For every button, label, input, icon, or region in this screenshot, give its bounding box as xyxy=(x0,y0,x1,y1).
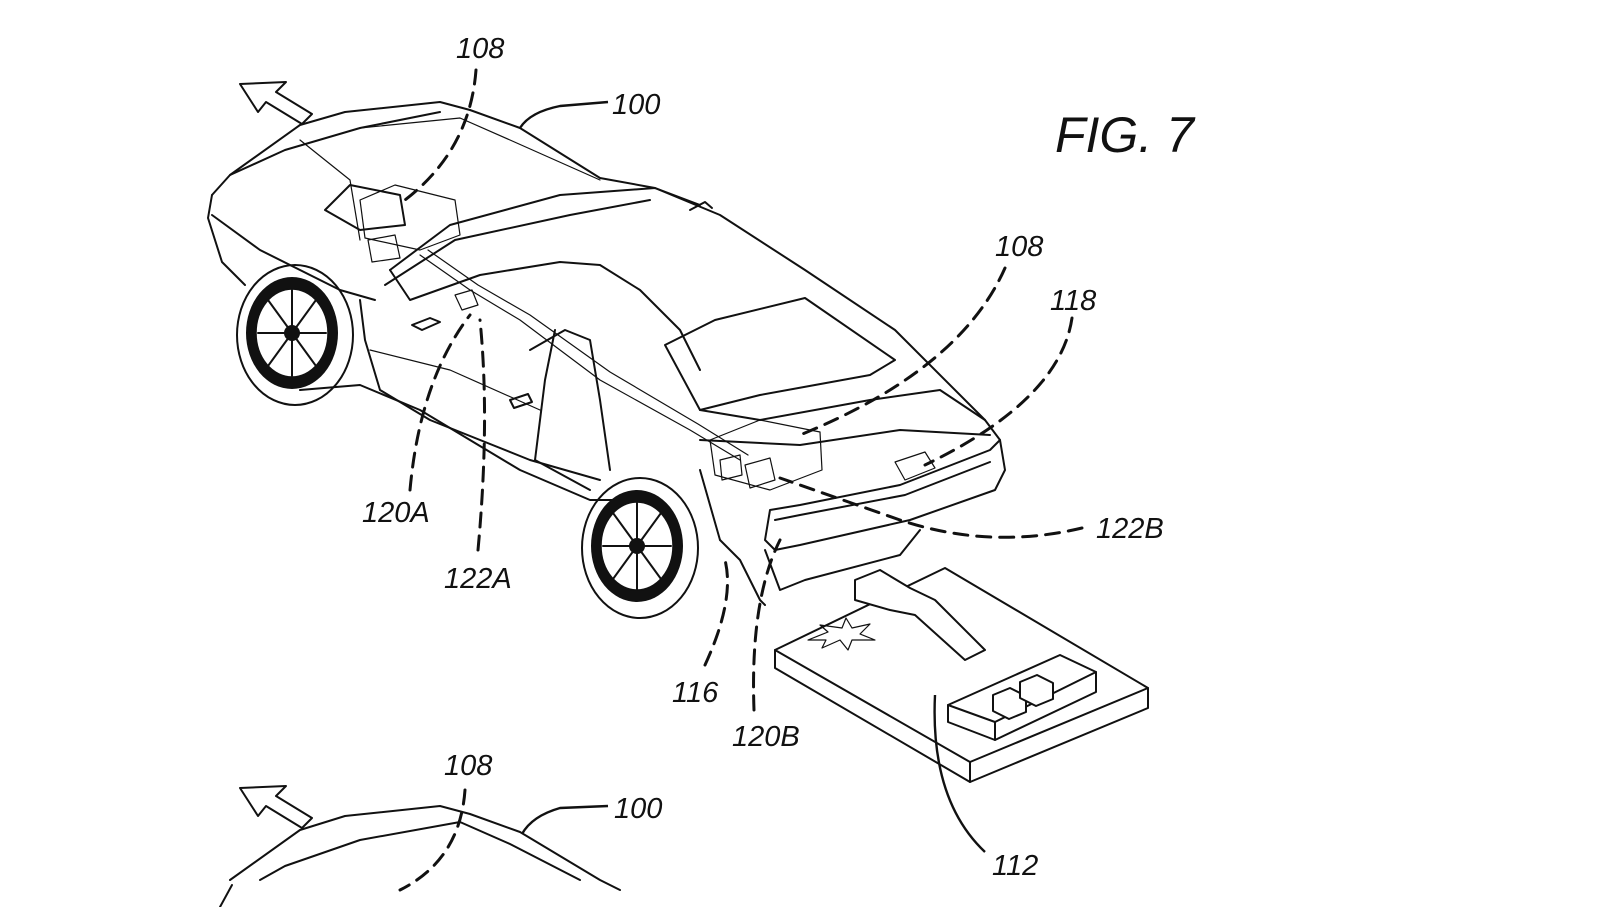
label-112: 112 xyxy=(992,850,1038,882)
obstacle-platform xyxy=(775,568,1148,782)
label-108-lower: 108 xyxy=(444,750,492,782)
label-108-rear: 108 xyxy=(995,231,1043,263)
rear-wheel xyxy=(582,478,698,618)
direction-arrow-icon xyxy=(240,82,312,124)
label-100-top: 100 xyxy=(612,89,660,121)
label-100-bottom: 100 xyxy=(614,793,662,825)
label-122A: 122A xyxy=(444,563,512,595)
vehicle-bottom xyxy=(220,806,620,907)
direction-arrow-icon xyxy=(240,786,312,828)
label-108-front: 108 xyxy=(456,33,504,65)
label-120B: 120B xyxy=(732,721,800,753)
label-118: 118 xyxy=(1050,285,1096,317)
front-wheel xyxy=(237,265,353,405)
figure-title: FIG. 7 xyxy=(1055,107,1196,163)
label-120A: 120A xyxy=(362,497,430,529)
label-116: 116 xyxy=(672,677,719,709)
label-122B: 122B xyxy=(1096,513,1164,545)
leader-lines xyxy=(400,70,1082,890)
